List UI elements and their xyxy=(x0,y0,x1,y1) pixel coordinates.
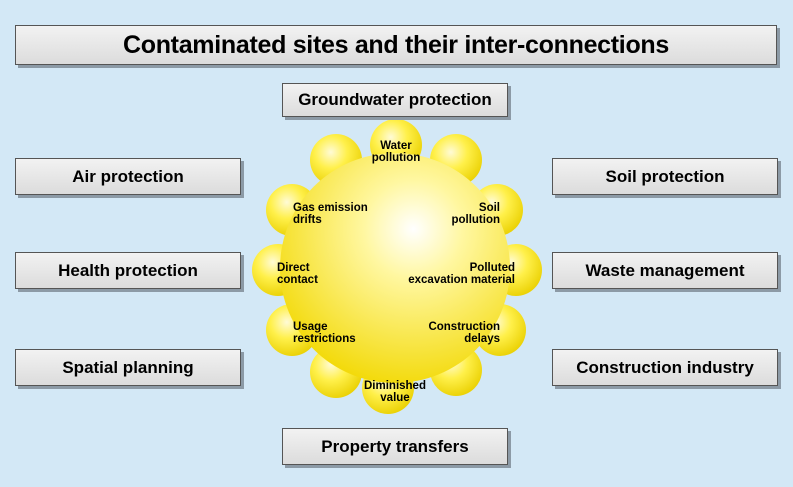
topic-soil-protection: Soil protection xyxy=(552,158,778,195)
topic-waste-management: Waste management xyxy=(552,252,778,289)
topic-health-protection: Health protection xyxy=(15,252,241,289)
topic-property-transfers: Property transfers xyxy=(282,428,508,465)
topic-groundwater-protection: Groundwater protection xyxy=(282,83,508,117)
sun-core xyxy=(280,153,510,383)
diagram-title-text: Contaminated sites and their inter-conne… xyxy=(122,30,669,59)
topic-construction-industry: Construction industry xyxy=(552,349,778,386)
topic-air-protection: Air protection xyxy=(15,158,241,195)
diagram-title: Contaminated sites and their inter-conne… xyxy=(15,25,777,65)
topic-spatial-planning: Spatial planning xyxy=(15,349,241,386)
